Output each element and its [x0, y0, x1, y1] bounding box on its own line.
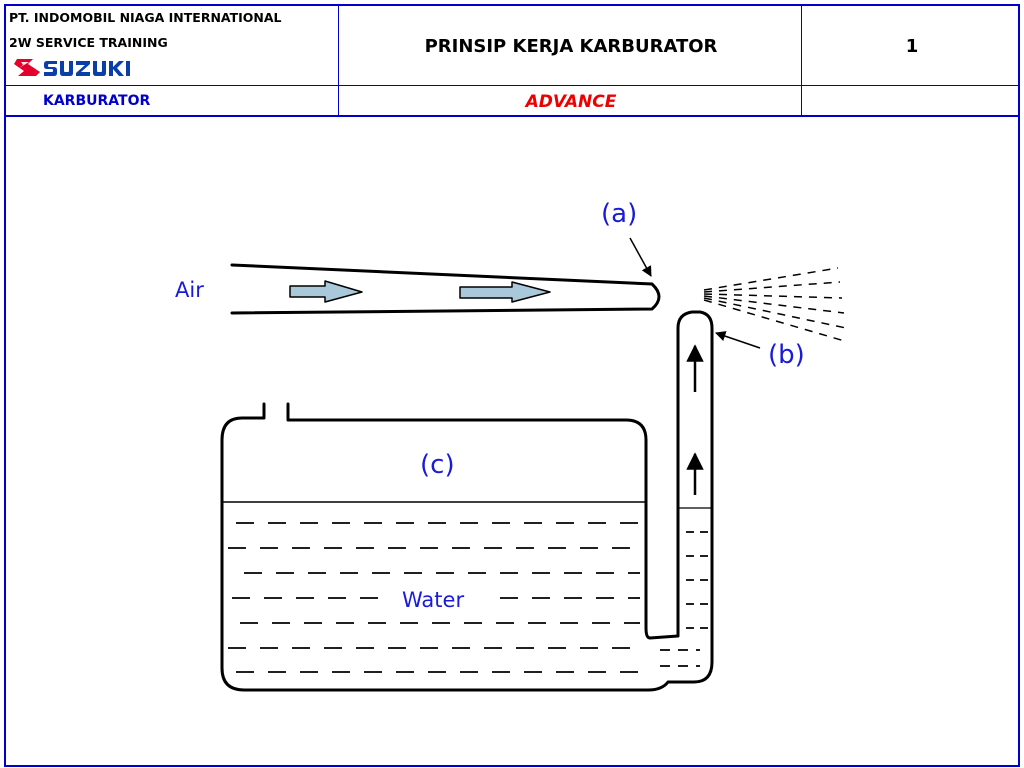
page-title: PRINSIP KERJA KARBURATOR	[424, 36, 718, 57]
label-b: (b)	[768, 340, 805, 370]
air-tube	[230, 263, 661, 315]
suzuki-s-emblem	[14, 59, 40, 76]
header-row-divider	[4, 85, 1020, 86]
pointer-b	[715, 331, 761, 349]
header-col-divider-2	[801, 4, 802, 116]
suzuki-wordmark	[44, 61, 130, 76]
header-col-divider-1	[338, 4, 339, 116]
level-label: ADVANCE	[525, 92, 617, 112]
training-name: 2W SERVICE TRAINING	[9, 35, 168, 50]
air-flow-arrow-1	[289, 280, 363, 303]
label-c: (c)	[420, 450, 455, 480]
label-air: Air	[175, 278, 204, 302]
water-dashes	[228, 522, 708, 673]
pointer-a	[629, 237, 652, 277]
spray-mist	[703, 267, 849, 343]
air-flow-arrow-2	[459, 281, 551, 303]
water-tank	[220, 310, 714, 692]
air-flow-arrows	[289, 280, 551, 303]
section-label: KARBURATOR	[43, 93, 151, 109]
label-a: (a)	[601, 199, 637, 229]
company-name: PT. INDOMOBIL NIAGA INTERNATIONAL	[9, 10, 282, 25]
page-border	[4, 4, 1020, 767]
suzuki-logo	[14, 59, 130, 76]
page-number: 1	[905, 36, 919, 57]
header-rule	[4, 115, 1020, 117]
label-water: Water	[402, 588, 464, 612]
